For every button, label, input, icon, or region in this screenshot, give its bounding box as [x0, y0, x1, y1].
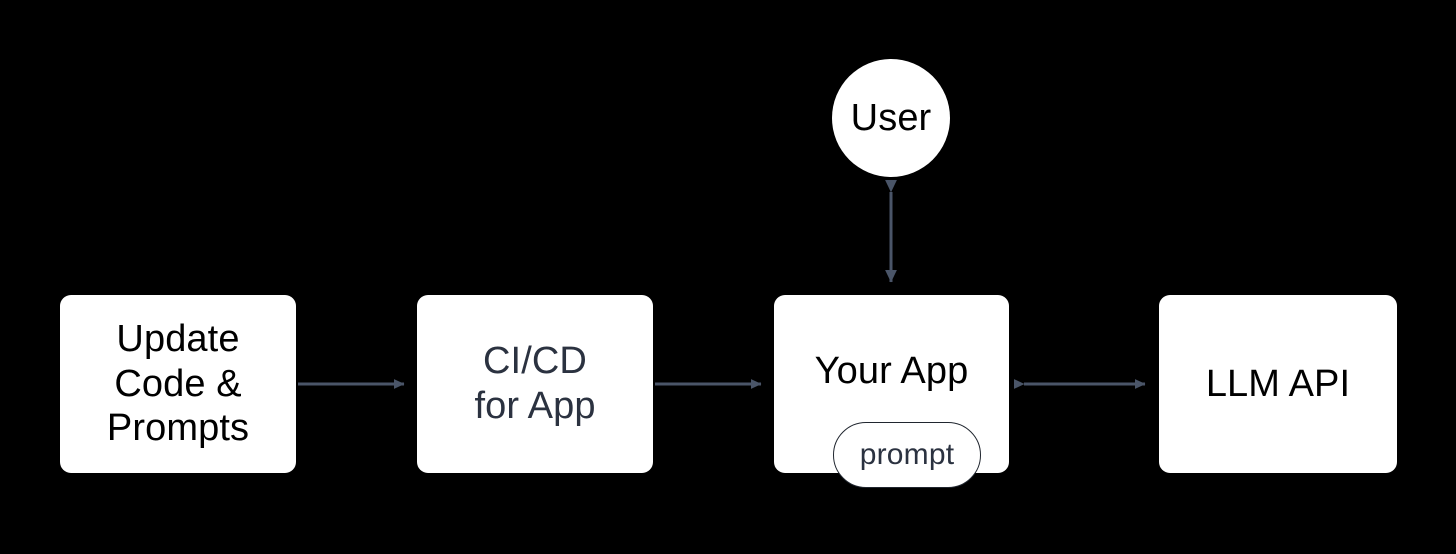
node-user[interactable]: User	[832, 59, 950, 177]
node-prompt[interactable]: prompt	[833, 422, 981, 488]
node-user-label: User	[850, 96, 932, 139]
node-your-app-text-slot: Your App	[774, 349, 1009, 394]
node-update-code-prompts-label: Update Code & Prompts	[106, 317, 250, 450]
node-your-app-label: Your App	[814, 350, 969, 392]
node-cicd-for-app[interactable]: CI/CD for App	[417, 295, 653, 473]
node-cicd-for-app-label: CI/CD for App	[474, 340, 596, 427]
node-prompt-label: prompt	[859, 438, 955, 471]
node-llm-api-label: LLM API	[1205, 362, 1351, 405]
node-your-app[interactable]: Your App	[774, 295, 1009, 473]
node-update-code-prompts[interactable]: Update Code & Prompts	[60, 295, 296, 473]
node-llm-api[interactable]: LLM API	[1159, 295, 1397, 473]
